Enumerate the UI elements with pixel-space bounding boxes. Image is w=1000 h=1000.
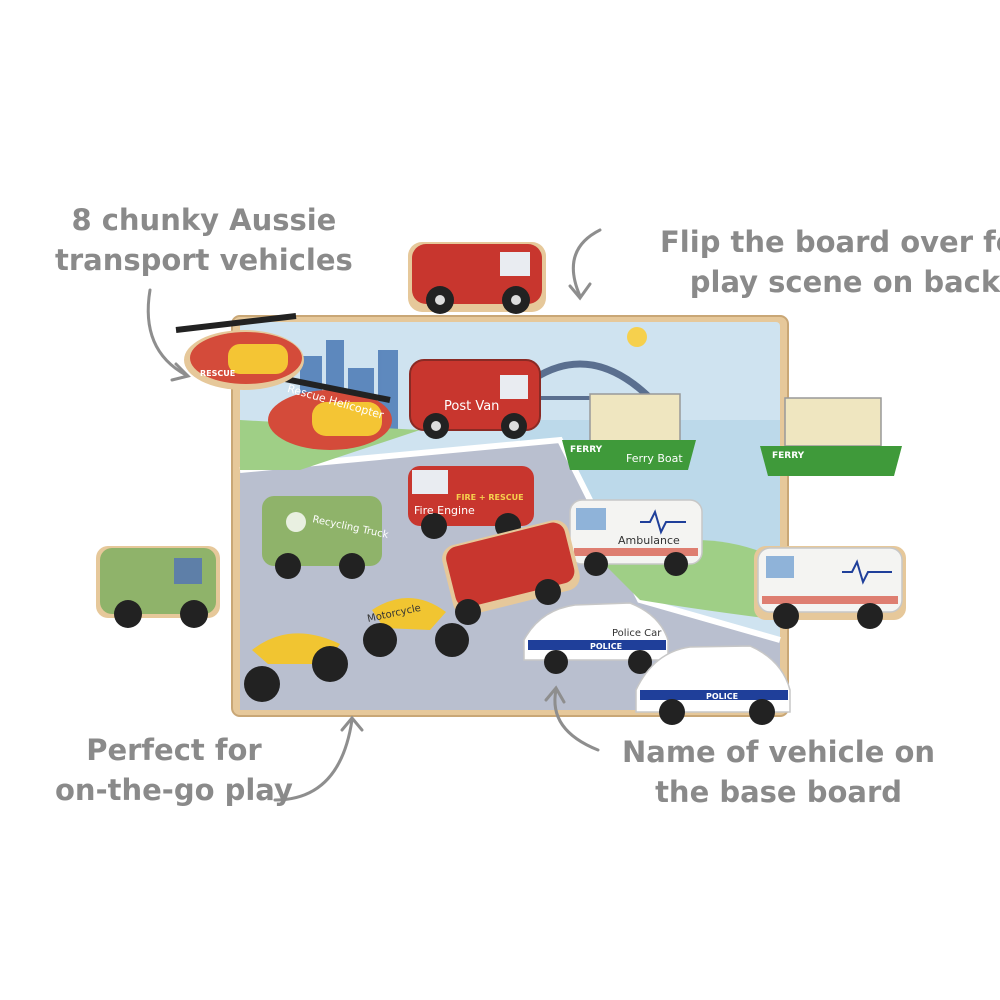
slot-ferry-boat: FERRY Ferry Boat bbox=[562, 393, 696, 470]
slot-recycling-truck: Recycling Truck bbox=[262, 496, 390, 579]
ambulance-label: Ambulance bbox=[618, 534, 680, 547]
slot-ambulance: Ambulance bbox=[569, 499, 703, 576]
police-tag: POLICE bbox=[706, 692, 738, 701]
loose-fire-engine[interactable] bbox=[439, 517, 583, 625]
callout-bottom-right-line2: the base board bbox=[655, 775, 903, 809]
loose-motorcycle[interactable] bbox=[244, 633, 348, 702]
callout-bottom-left-line1: Perfect for bbox=[86, 733, 262, 767]
callout-top-left-line2: transport vehicles bbox=[55, 243, 353, 277]
fire-engine-label: Fire Engine bbox=[414, 504, 475, 517]
arrow-bottom-right bbox=[553, 688, 600, 752]
police-slot-tag: POLICE bbox=[590, 642, 622, 651]
callout-top-left: 8 chunky Aussie transport vehicles bbox=[55, 200, 353, 280]
post-van-label: Post Van bbox=[444, 399, 499, 414]
arrow-top-right bbox=[571, 228, 602, 298]
ferry-tag: FERRY bbox=[772, 451, 805, 461]
callout-top-right-line2: play scene on back bbox=[689, 265, 1000, 299]
callout-bottom-left-line2: on-the-go play bbox=[55, 773, 293, 807]
callout-bottom-right: Name of vehicle on the base board bbox=[622, 732, 935, 812]
ferry-slot-tag: FERRY bbox=[570, 445, 603, 455]
callout-top-right: Flip the board over for play scene on ba… bbox=[660, 222, 1000, 302]
arrow-top-left bbox=[146, 288, 188, 377]
callout-bottom-left: Perfect for on-the-go play bbox=[55, 730, 293, 810]
loose-ferry[interactable]: FERRY bbox=[760, 397, 902, 476]
loose-rescue-helicopter[interactable]: RESCUE bbox=[175, 313, 304, 390]
arrow-bottom-left bbox=[273, 718, 354, 802]
fire-rescue-tag: FIRE + RESCUE bbox=[456, 493, 524, 502]
loose-recycling-truck[interactable] bbox=[96, 546, 220, 628]
sun bbox=[627, 327, 647, 347]
slot-fire-engine: Fire Engine FIRE + RESCUE bbox=[408, 466, 534, 539]
callout-bottom-right-line1: Name of vehicle on bbox=[622, 735, 936, 769]
callout-top-right-line1: Flip the board over for bbox=[660, 225, 1000, 259]
ferry-boat-label: Ferry Boat bbox=[626, 452, 683, 465]
slot-post-van: Post Van bbox=[409, 359, 541, 439]
loose-ambulance[interactable] bbox=[754, 546, 906, 629]
rescue-tag: RESCUE bbox=[200, 369, 235, 378]
callout-top-left-line1: 8 chunky Aussie bbox=[71, 203, 337, 237]
loose-post-van[interactable] bbox=[408, 242, 546, 314]
slot-police-car: Police Car POLICE bbox=[523, 602, 669, 674]
police-car-label: Police Car bbox=[612, 628, 662, 639]
loose-police-car[interactable]: POLICE bbox=[635, 645, 791, 725]
arrows bbox=[146, 228, 602, 802]
slot-motorcycle: Motorcycle bbox=[363, 597, 469, 657]
